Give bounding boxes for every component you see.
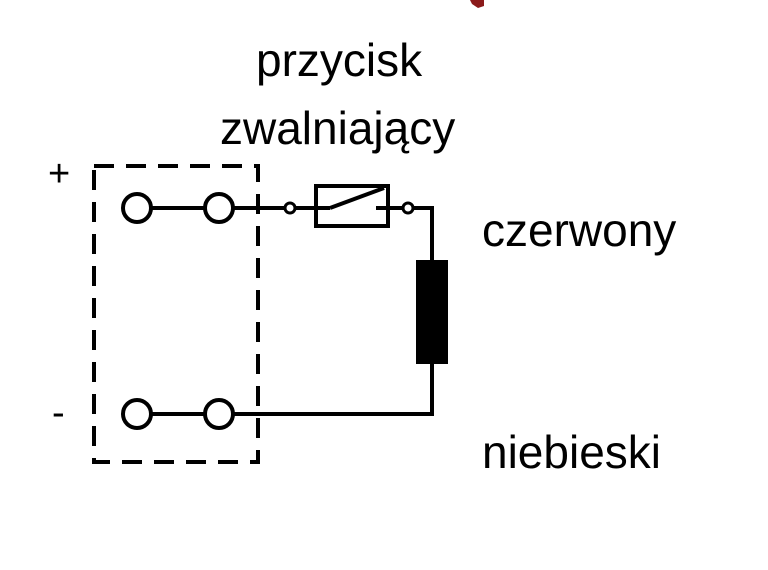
top-terminal-left xyxy=(121,192,153,224)
coil xyxy=(416,260,448,364)
top-wire-right xyxy=(413,206,434,260)
bottom-terminal-right xyxy=(203,398,235,430)
button-label-line1: przycisk xyxy=(256,34,423,86)
bottom-terminal-left xyxy=(121,398,153,430)
plus-sign: + xyxy=(48,153,70,195)
switch-contact-left xyxy=(283,201,297,215)
wire-label-red: czerwony xyxy=(482,204,676,256)
wire-label-blue: niebieski xyxy=(482,426,661,478)
switch-blade xyxy=(329,186,385,210)
button-label-line2: zwalniający xyxy=(220,102,455,154)
top-terminal-right xyxy=(203,192,235,224)
bottom-wire xyxy=(233,364,434,416)
minus-sign: - xyxy=(52,392,65,434)
accent-mark xyxy=(470,0,484,8)
switch-contact-right xyxy=(401,201,415,215)
device-box xyxy=(92,164,260,464)
